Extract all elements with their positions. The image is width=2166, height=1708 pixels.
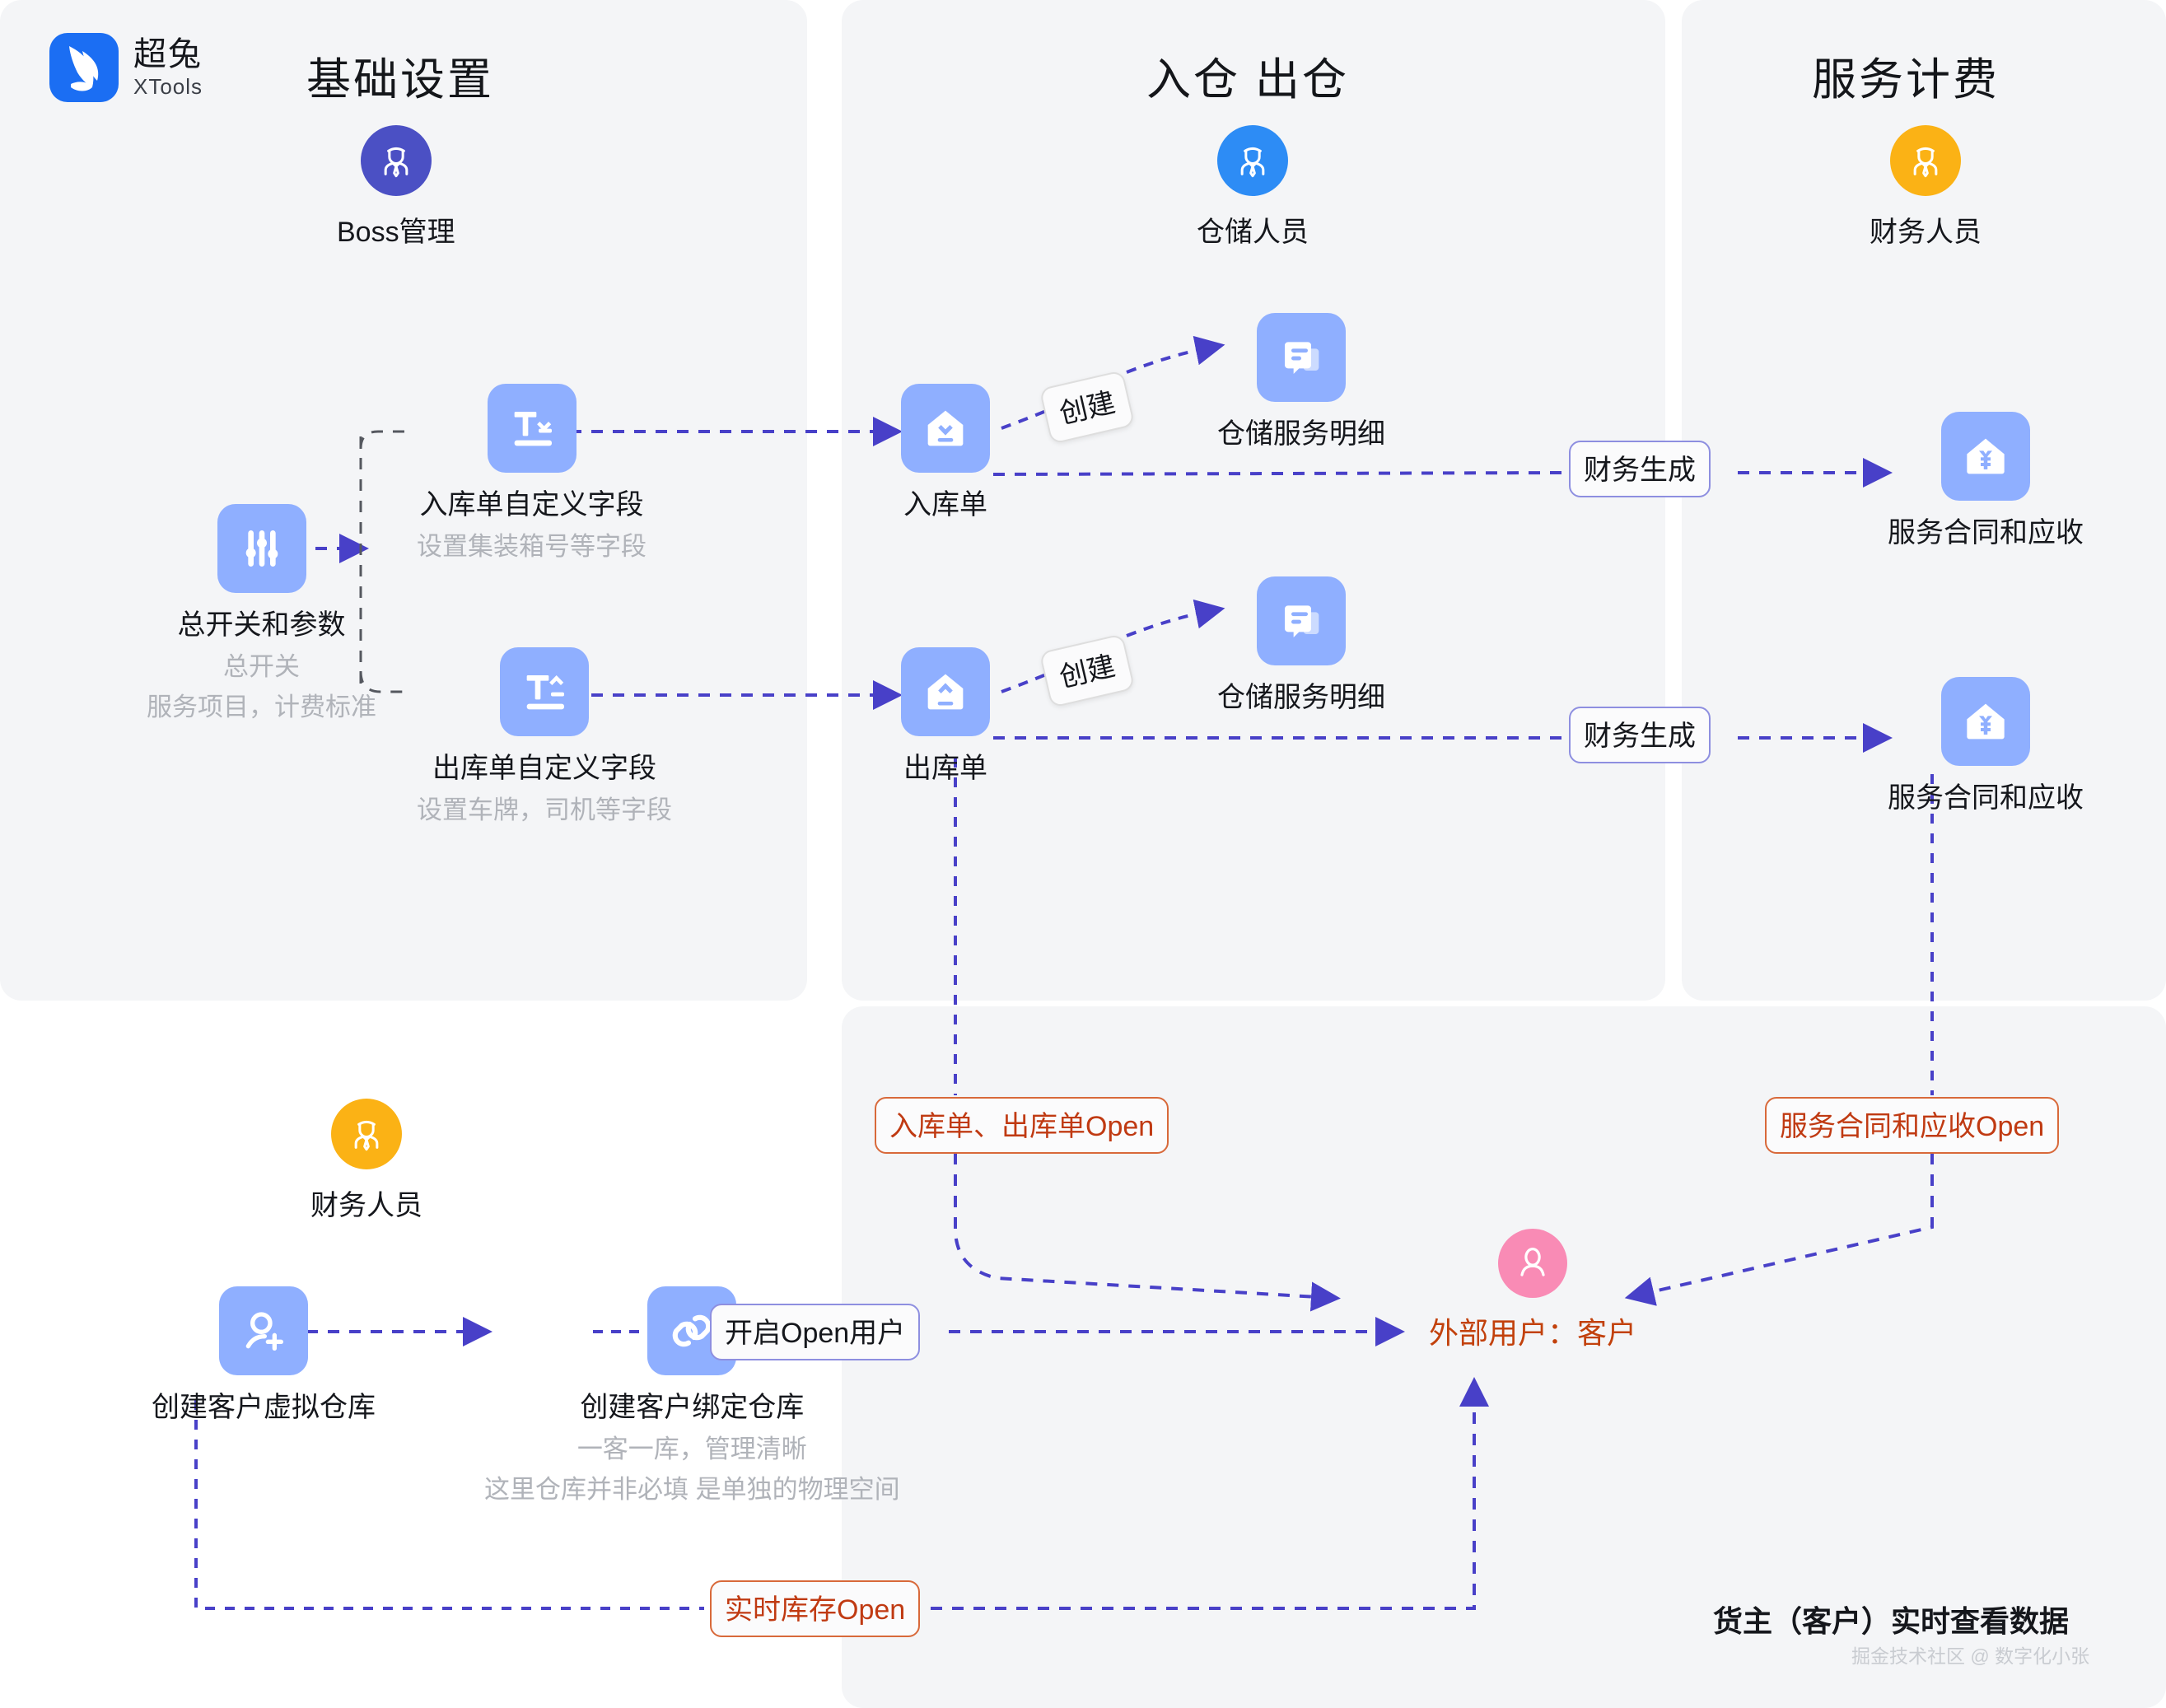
brand-name-cn: 超兔 [133,36,203,72]
role-boss: Boss管理 [337,125,455,250]
brand-name-en: XTools [133,74,203,99]
role-finance-staff-top: 财务人员 [1870,125,1982,250]
panel-title-finance: 服务计费 [1812,55,2000,105]
node-master-switch[interactable]: 总开关和参数 总开关 服务项目，计费标准 [147,504,376,725]
house-arrow-down-icon [901,384,990,473]
node-outbound-custom-fields[interactable]: 出库单自定义字段 设置车牌，司机等字段 [417,647,672,827]
person-tie-icon [1890,125,1961,196]
node-caption: 入库单 [903,489,987,520]
node-subtext-1: 设置车牌，司机等字段 [417,795,672,824]
node-outbound-order[interactable]: 出库单 [901,647,990,786]
brand-logo: 超兔 XTools [49,33,203,102]
node-caption: 出库单自定义字段 [432,753,656,784]
edge-label-inbound-outbound-open: 入库单、出库单Open [875,1097,1169,1154]
node-caption: 入库单自定义字段 [419,489,644,520]
panel-title-warehouse: 入仓 出仓 [1146,55,1350,105]
node-caption: 出库单 [903,753,987,784]
node-external-customer[interactable]: 外部用户：客户 [1429,1229,1636,1352]
role-warehouse-staff: 仓储人员 [1197,125,1309,250]
node-subtext-1: 设置集装箱号等字段 [417,531,647,561]
node-inbound-order[interactable]: 入库单 [901,384,990,523]
house-yuan-icon [1941,412,2030,501]
node-service-contract-2[interactable]: 服务合同和应收 [1888,677,2084,816]
document-stack-icon [1257,313,1346,402]
edge-label-enable-open-user: 开启Open用户 [710,1304,921,1360]
user-plus-icon [219,1286,308,1375]
person-avatar-icon [1498,1229,1567,1298]
node-service-contract-1[interactable]: 服务合同和应收 [1888,412,2084,551]
node-caption: 总开关和参数 [177,609,346,641]
person-tie-icon [331,1099,402,1169]
node-inbound-custom-fields[interactable]: 入库单自定义字段 设置集装箱号等字段 [417,384,647,563]
node-caption: 服务合同和应收 [1888,782,2084,814]
role-label: Boss管理 [337,217,455,248]
node-caption: 仓储服务明细 [1217,682,1385,713]
node-subtext-1: 一客一库，管理清晰 [577,1434,807,1463]
house-yuan-icon [1941,677,2030,766]
node-subtext-2: 服务项目，计费标准 [147,693,376,722]
edge-label-service-contract-open: 服务合同和应收Open [1765,1097,2060,1154]
role-label: 财务人员 [1870,217,1982,248]
node-storage-service-detail-1[interactable]: 仓储服务明细 [1217,313,1385,452]
customer-label: 外部用户：客户 [1429,1316,1637,1350]
text-field-up-icon [500,647,589,736]
node-subtext-2: 这里仓库并非必填 是单独的物理空间 [484,1475,900,1505]
edge-label-finance-generate-1: 财务生成 [1569,441,1711,497]
node-caption: 服务合同和应收 [1888,517,2084,548]
house-arrow-up-icon [901,647,990,736]
rabbit-logo-icon [49,33,119,102]
node-caption: 创建客户虚拟仓库 [152,1392,376,1423]
watermark: 掘金技术社区 @ 数字化小张 [1851,1645,2090,1667]
edge-label-finance-generate-2: 财务生成 [1569,707,1711,763]
node-storage-service-detail-2[interactable]: 仓储服务明细 [1217,576,1385,716]
footer-note: 货主（客户）实时查看数据 [1713,1604,2070,1638]
role-label: 仓储人员 [1197,217,1309,248]
sliders-icon [217,504,306,593]
role-finance-staff-bottom: 财务人员 [310,1099,422,1223]
role-label: 财务人员 [310,1190,422,1221]
edge-label-realtime-stock-open: 实时库存Open [710,1580,921,1637]
person-tie-icon [360,125,432,196]
node-create-virtual-warehouse[interactable]: 创建客户虚拟仓库 [152,1286,376,1426]
panel-title-basic: 基础设置 [306,55,494,105]
node-subtext-1: 总开关 [223,651,300,681]
text-field-down-icon [487,384,577,473]
node-caption: 创建客户绑定仓库 [580,1392,805,1423]
document-stack-icon [1257,576,1346,665]
person-tie-icon [1217,125,1288,196]
node-caption: 仓储服务明细 [1217,418,1385,450]
